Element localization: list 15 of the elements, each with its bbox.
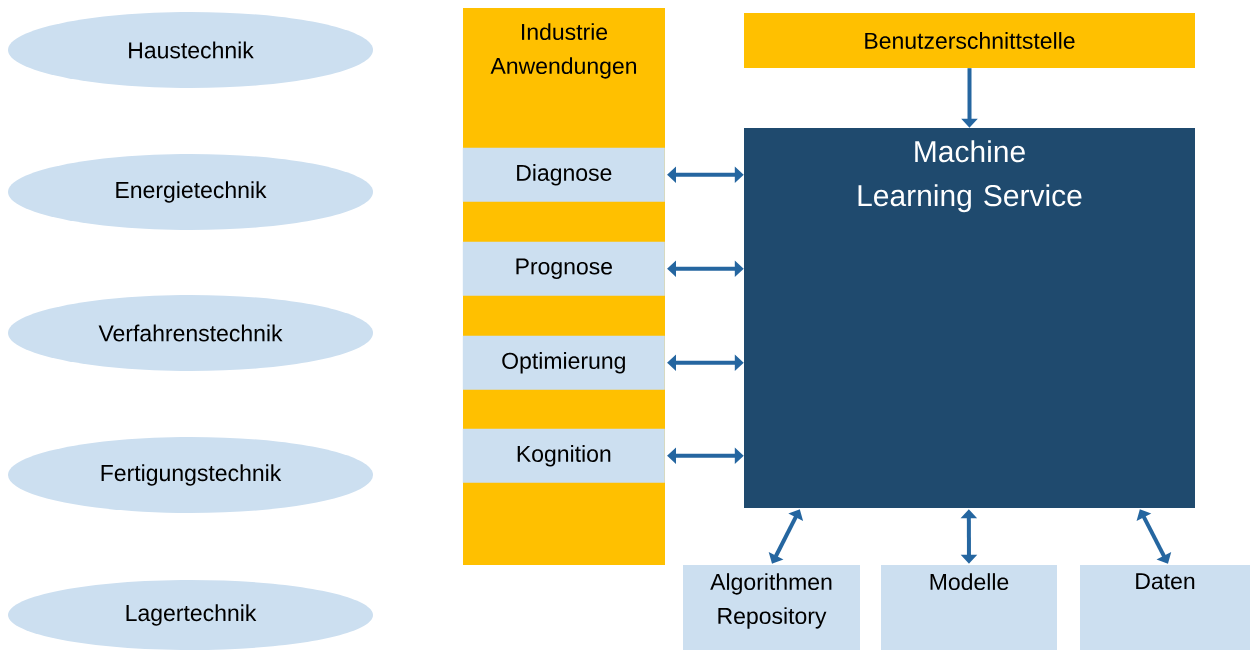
application-box: Diagnose: [462, 147, 665, 202]
application-box: Prognose: [462, 241, 665, 296]
service-box: Machine Learning Service: [744, 128, 1195, 508]
resource-box: Algorithmen Repository: [683, 565, 860, 650]
application-box: Kognition: [462, 428, 665, 483]
interface-box: Benutzerschnittstelle: [744, 13, 1195, 68]
arrow: [667, 166, 744, 184]
arrow: [1136, 509, 1172, 564]
resource-box: Modelle: [881, 565, 1057, 650]
arrow: [667, 260, 744, 278]
arrow: [667, 447, 744, 465]
application-box: Optimierung: [462, 335, 665, 390]
resource-box: Daten: [1080, 565, 1250, 650]
arrow: [667, 354, 744, 372]
arrow: [960, 509, 978, 564]
